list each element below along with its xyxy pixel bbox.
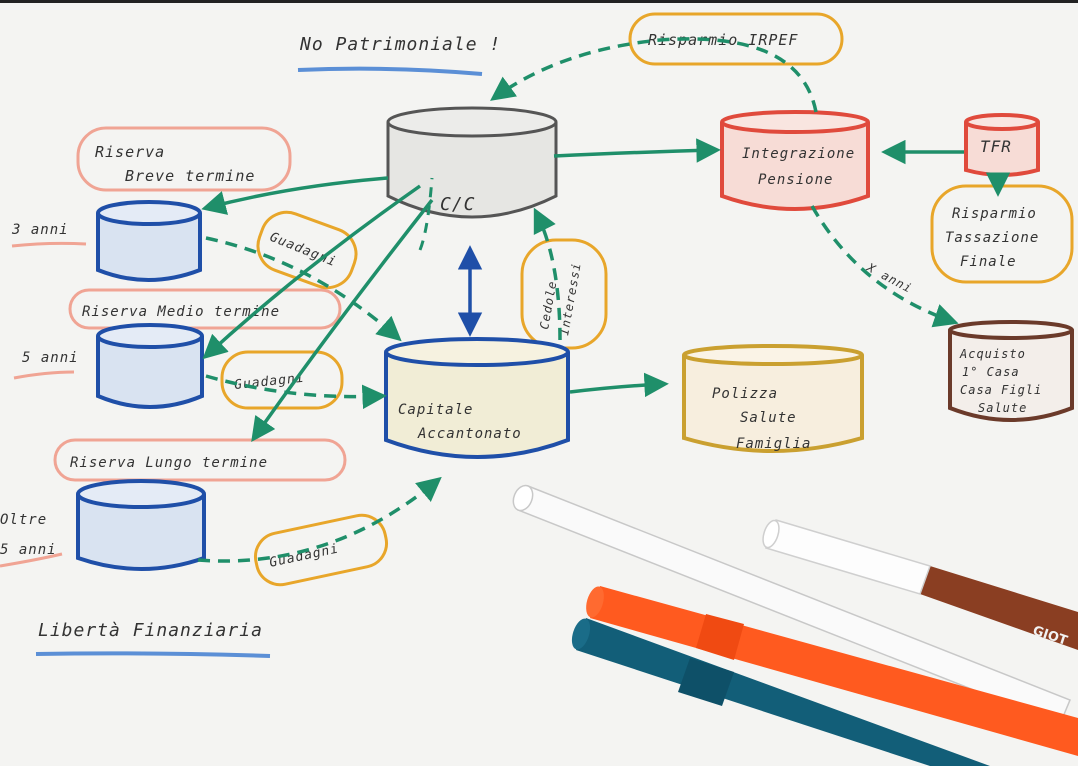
footer-text: Libertà Finanziaria	[38, 620, 263, 641]
cloud-guadagni-3: Guadagni	[254, 513, 388, 587]
cloud-risparmio-tassazione: Risparmio Tassazione Finale	[930, 184, 1074, 284]
node-polizza-label-1: Polizza	[712, 386, 778, 402]
node-tfr-label: TFR	[980, 137, 1012, 156]
footer-underline	[35, 651, 271, 658]
arrow-cc-to-integrazione	[553, 138, 721, 163]
node-polizza-salute: Polizza Salute Famiglia	[682, 344, 864, 453]
node-acquisto-label-1: Acquisto	[959, 347, 1026, 361]
node-capitale-accantonato: Capitale Accantonato	[384, 337, 570, 459]
underline-3-anni	[11, 241, 87, 248]
label-5-anni: 5 anni	[22, 350, 79, 366]
node-polizza-label-3: Famiglia	[736, 436, 811, 452]
label-riserva-breve-1: Riserva	[95, 143, 165, 161]
label-risparmio-tass-1: Risparmio	[952, 206, 1037, 222]
node-acquisto-casa: Acquisto 1° Casa Casa Figli Salute	[948, 320, 1074, 422]
arrow-capitale-to-polizza	[569, 372, 669, 398]
node-cc-label: C/C	[440, 194, 476, 215]
label-risparmio-tass-2: Tassazione	[945, 230, 1039, 246]
title-underline	[297, 66, 483, 76]
cloud-cedole-interessi: Cedole Interessi	[520, 238, 608, 350]
dash-cc-inner	[418, 177, 434, 251]
node-polizza-label-2: Salute	[740, 410, 797, 426]
arrow-lungo-to-capitale	[197, 476, 442, 563]
node-cc: C/C	[386, 106, 558, 219]
pen-brown: GIOT	[762, 519, 1078, 650]
arrow-cc-to-medio	[202, 184, 422, 360]
underline-oltre	[0, 552, 63, 568]
arrow-breve-to-capitale	[205, 236, 402, 342]
label-interessi: Interessi	[557, 261, 584, 336]
label-cedole: Cedole	[537, 279, 559, 330]
cloud-riserva-breve: Riserva Breve termine	[76, 126, 292, 192]
label-guadagni-1: Guadagni	[267, 230, 338, 270]
node-capitale-label-2: Accantonato	[417, 426, 522, 442]
arrow-integrazione-to-cc	[490, 37, 818, 113]
label-risparmio-tass-3: Finale	[960, 254, 1017, 270]
cloud-riserva-medio: Riserva Medio termine	[68, 288, 342, 330]
top-edge	[0, 0, 1078, 3]
node-tfr: TFR	[964, 113, 1040, 177]
cloud-riserva-lungo: Riserva Lungo termine	[53, 438, 347, 482]
label-3-anni: 3 anni	[11, 222, 69, 238]
label-oltre: Oltre	[0, 512, 47, 528]
node-integrazione-label-2: Pensione	[758, 172, 833, 188]
node-acquisto-label-2: 1° Casa	[962, 365, 1020, 379]
cylinder-riserva-lungo	[76, 479, 206, 571]
arrow-medio-to-capitale	[205, 374, 387, 410]
node-acquisto-label-4: Salute	[978, 401, 1027, 415]
cloud-guadagni-1: Guadagni	[256, 210, 358, 290]
arrow-cc-to-lungo	[251, 198, 434, 443]
label-riserva-breve-2: Breve termine	[125, 167, 255, 185]
title-text: No Patrimoniale !	[299, 34, 501, 55]
pen-orange	[586, 586, 1078, 756]
label-x-anni: X anni	[864, 260, 915, 296]
label-riserva-medio: Riserva Medio termine	[82, 304, 280, 320]
pen-teal	[571, 618, 990, 766]
cylinder-riserva-breve	[96, 200, 202, 282]
arrow-integrazione-to-acquisto	[810, 205, 959, 328]
node-integrazione-pensione: Integrazione Pensione	[720, 110, 870, 211]
underline-5-anni	[13, 370, 75, 380]
arrow-cc-to-breve	[201, 176, 389, 215]
node-acquisto-label-3: Casa Figli	[960, 383, 1042, 397]
node-integrazione-label-1: Integrazione	[742, 146, 855, 162]
label-riserva-lungo: Riserva Lungo termine	[70, 455, 268, 471]
cylinder-riserva-medio	[96, 323, 204, 409]
label-oltre-5-anni: 5 anni	[0, 542, 57, 558]
node-capitale-label-1: Capitale	[398, 402, 473, 418]
